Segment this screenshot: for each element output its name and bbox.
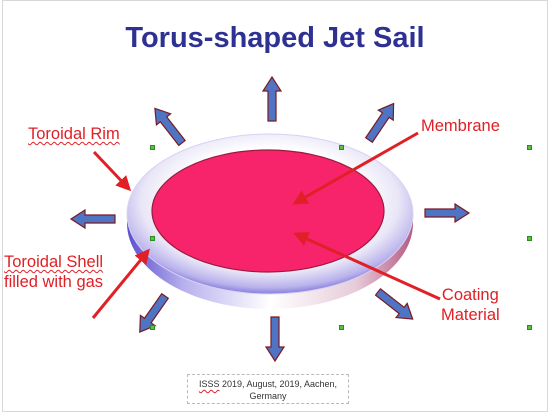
pointer-arrow-membrane (292, 131, 419, 205)
selection-handle[interactable] (150, 236, 155, 241)
pointer-arrow-coating (293, 232, 441, 301)
label-coating-material: Coating Material (441, 285, 500, 325)
footer-line1: 2019, August, 2019, Aachen, (219, 379, 338, 389)
outflow-arrow-down-right (371, 284, 419, 327)
label-coating-line1: Coating (441, 286, 499, 304)
outflow-arrow-down (265, 316, 285, 362)
pointer-arrow-rim (92, 150, 132, 192)
outflow-arrow-right (424, 203, 470, 223)
label-toroidal-rim: Toroidal Rim (28, 124, 120, 144)
selection-handle[interactable] (527, 145, 532, 150)
outflow-arrow-up-right (360, 97, 402, 146)
selection-handle[interactable] (339, 145, 344, 150)
selection-handle[interactable] (150, 325, 155, 330)
membrane-disk (151, 149, 385, 273)
label-toroidal-shell: Toroidal Shell filled with gas (4, 252, 103, 292)
footer-isss: ISSS (198, 379, 220, 389)
pointer-arrow-shell (91, 248, 150, 319)
outflow-arrow-left (70, 209, 116, 229)
label-membrane-text: Membrane (421, 117, 500, 135)
label-membrane: Membrane (421, 116, 500, 136)
outflow-arrow-up-left (147, 102, 190, 150)
label-toroidal-shell-line1: Toroidal Shell (4, 253, 104, 271)
footer-textbox[interactable]: ISSS 2019, August, 2019, Aachen, Germany (187, 374, 349, 404)
label-toroidal-rim-text: Toroidal Rim (28, 125, 120, 143)
slide-title: Torus-shaped Jet Sail (125, 22, 425, 54)
selection-handle[interactable] (527, 236, 532, 241)
selection-handle[interactable] (339, 325, 344, 330)
selection-handle[interactable] (527, 325, 532, 330)
outflow-arrow-down-left (131, 290, 173, 338)
label-coating-line2: Material (441, 306, 500, 324)
outflow-arrow-up (262, 76, 282, 122)
footer-line2: Germany (249, 391, 287, 401)
label-toroidal-shell-line2: filled with gas (4, 273, 104, 291)
selection-handle[interactable] (150, 145, 155, 150)
